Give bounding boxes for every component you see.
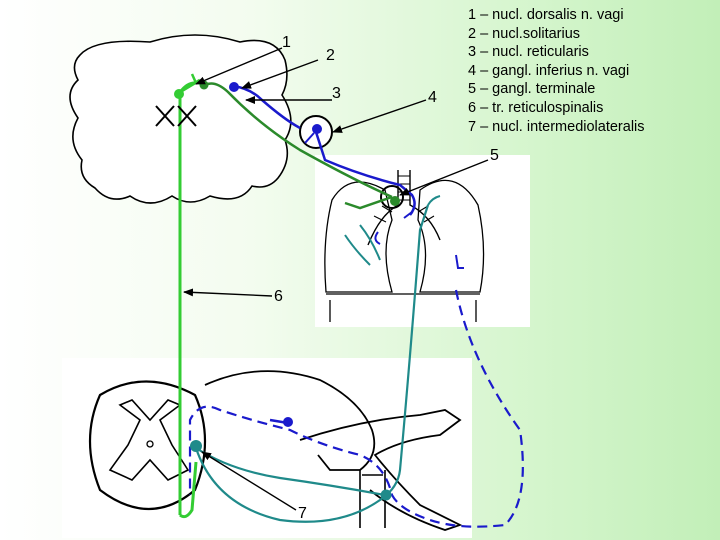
legend-item-6: 6 – tr. reticulospinalis: [468, 99, 645, 118]
terminal-ganglion-dot: [390, 196, 400, 206]
label-3: 3: [332, 85, 341, 102]
arrow-6: [184, 292, 272, 296]
inferior-ganglion-dot: [312, 124, 322, 134]
legend-item-1: 1 – nucl. dorsalis n. vagi: [468, 6, 645, 25]
thorax-panel: [315, 155, 530, 327]
label-2: 2: [326, 47, 335, 64]
legend-item-2: 2 – nucl.solitarius: [468, 25, 645, 44]
label-4: 4: [428, 89, 437, 106]
sympathetic-ganglion-dot: [381, 490, 392, 501]
solitary-nucleus-dot: [229, 82, 239, 92]
legend: 1 – nucl. dorsalis n. vagi 2 – nucl.soli…: [468, 6, 645, 136]
legend-item-3: 3 – nucl. reticularis: [468, 43, 645, 62]
legend-item-5: 5 – gangl. terminale: [468, 80, 645, 99]
legend-item-4: 4 – gangl. inferius n. vagi: [468, 62, 645, 81]
label-1: 1: [282, 34, 291, 51]
arrow-4: [333, 100, 426, 132]
label-6: 6: [274, 288, 283, 305]
reticular-nucleus-dot: [174, 89, 184, 99]
label-5: 5: [490, 147, 499, 164]
label-7: 7: [298, 505, 307, 522]
spinal-ganglion-dot: [283, 417, 293, 427]
legend-item-7: 7 – nucl. intermediolateralis: [468, 118, 645, 137]
intermediolateral-nucleus-dot: [190, 440, 202, 452]
